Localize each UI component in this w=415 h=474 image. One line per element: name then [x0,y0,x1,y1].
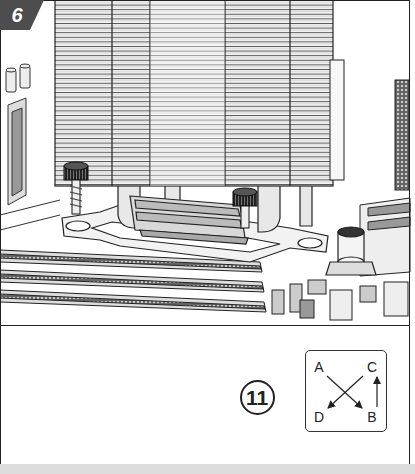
spring-screw [64,162,257,228]
order-letter: B [367,410,376,424]
cooler-base [130,196,248,244]
order-letter: C [367,360,377,374]
side-connector [8,98,26,205]
order-arrow [376,377,377,407]
capacitors [6,64,30,92]
order-box: A C D B [305,350,387,432]
order-letter: A [314,360,323,374]
order-letter: D [314,410,324,424]
order-arrow [327,376,362,408]
vrm-heatsink [330,60,410,276]
callout-number: 11 [246,387,268,408]
step-number: 6 [11,5,22,25]
capacitor [326,227,376,275]
step-badge: 6 [0,0,44,30]
order-arrow [328,376,363,408]
board-parts [272,280,408,320]
heatsink-fins [55,0,333,186]
footer-band [0,464,415,474]
callout-circle: 11 [240,380,275,415]
